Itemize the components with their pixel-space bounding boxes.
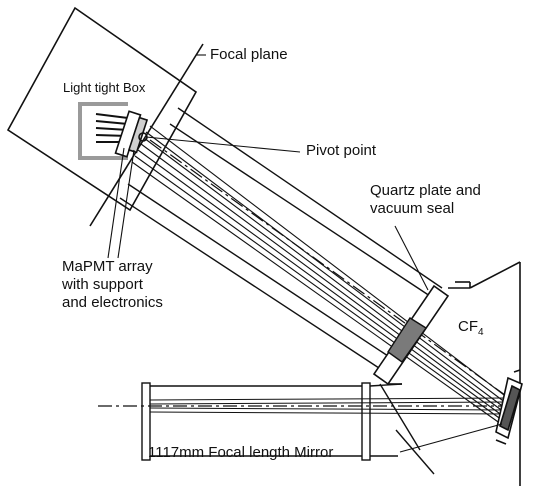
optical-axis-upper [149, 139, 513, 401]
focal-plane-label: Focal plane [210, 46, 288, 63]
leader-lines [107, 54, 503, 453]
light-tight-box-outline [6, 6, 198, 212]
cf4-vessel [388, 261, 521, 486]
spherical-mirror [495, 369, 523, 445]
mirror-label: 1117mm Focal length Mirror [148, 444, 334, 461]
light-tight-box-label: Light tight Box [63, 80, 146, 95]
cf4-main: CF [458, 318, 478, 335]
quartz-plate-label: Quartz plate and vacuum seal [370, 182, 481, 217]
cf4-subscript: 4 [478, 327, 484, 338]
upper-tube [119, 107, 443, 371]
mapmt-support [78, 102, 128, 160]
reflected-rays [149, 397, 507, 415]
mapmt-electronics [114, 110, 149, 158]
light-rays [131, 125, 509, 425]
pivot-point-label: Pivot point [306, 142, 377, 159]
lower-tube [141, 382, 435, 475]
cf4-label: CF4 [458, 318, 484, 342]
quartz-plate-assembly [372, 284, 450, 386]
mapmt-array-label: MaPMT array with support and electronics [62, 258, 163, 311]
